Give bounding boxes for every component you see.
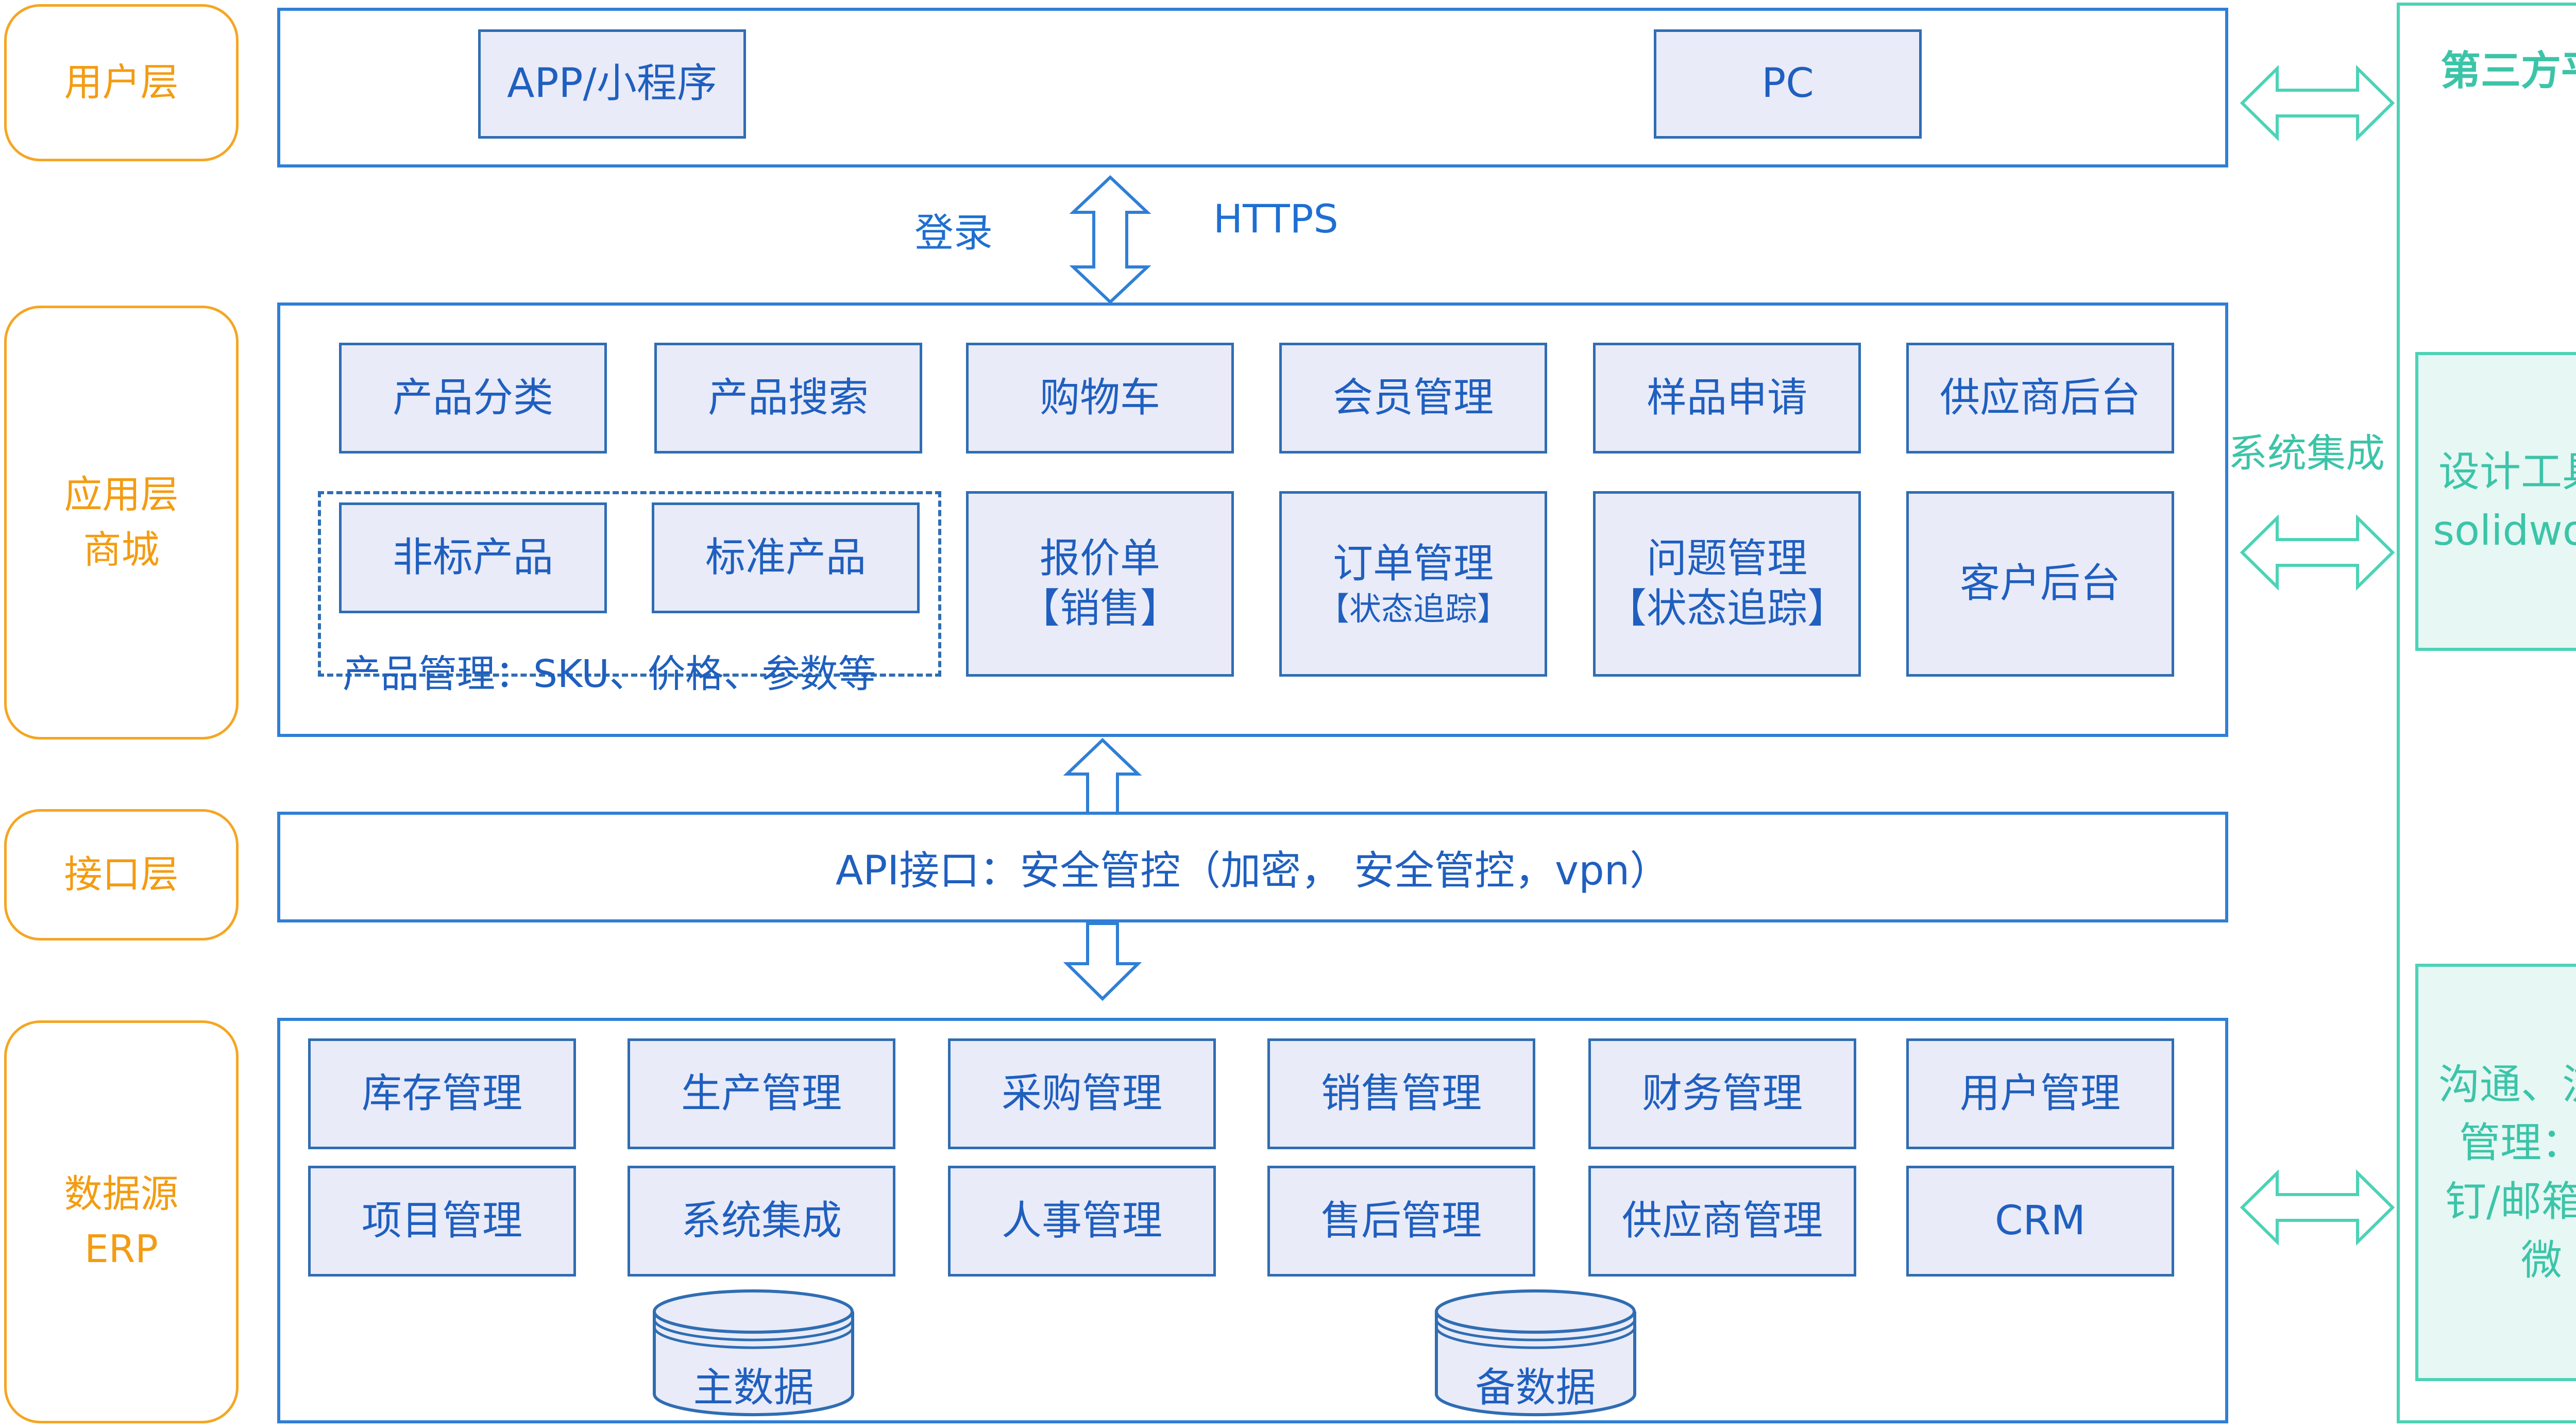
communication-line4: 微 <box>2521 1236 2562 1284</box>
app-miniprogram-label: APP/小程序 <box>507 60 717 107</box>
layer-label-api: 接口层 <box>4 809 239 941</box>
quotation-box: 报价单 【销售】 <box>966 491 1234 677</box>
shopping-cart-box: 购物车 <box>966 343 1234 454</box>
standard-product-box: 标准产品 <box>652 502 920 613</box>
issue-management-line1: 问题管理 <box>1646 535 1807 582</box>
double-arrow-horizontal-icon <box>2240 64 2395 142</box>
sales-management-label: 销售管理 <box>1320 1070 1482 1117</box>
backup-data-cylinder: 备数据 <box>1434 1288 1637 1417</box>
double-arrow-vertical-icon <box>1069 175 1151 305</box>
layer-label-data: 数据源 ERP <box>4 1020 239 1423</box>
design-tools-box: 设计工具： solidworks <box>2415 352 2576 651</box>
product-search-box: 产品搜索 <box>654 343 922 454</box>
project-management-box: 项目管理 <box>308 1166 576 1277</box>
double-arrow-api-data-icon <box>1063 922 1142 1001</box>
sales-management-box: 销售管理 <box>1267 1038 1535 1149</box>
finance-management-label: 财务管理 <box>1641 1070 1803 1117</box>
sample-request-label: 样品申请 <box>1646 374 1807 421</box>
supplier-management-label: 供应商管理 <box>1621 1197 1823 1244</box>
shopping-cart-label: 购物车 <box>1039 374 1160 421</box>
customer-backend-box: 客户后台 <box>1906 491 2174 677</box>
system-integration-tag: 系统集成 <box>2228 430 2385 476</box>
standard-product-label: 标准产品 <box>705 534 866 581</box>
layer-label-user-text: 用户层 <box>64 60 179 105</box>
master-data-label: 主数据 <box>693 1365 814 1411</box>
communication-box: 沟通、流程 管理：钉 钉/邮箱/企 微 <box>2415 964 2576 1381</box>
design-tools-line2: solidworks <box>2433 507 2576 555</box>
layer-label-app-line1: 应用层 <box>64 472 179 517</box>
nonstandard-product-box: 非标产品 <box>339 502 607 613</box>
api-layer-frame: API接口：安全管控（加密， 安全管控，vpn） <box>277 812 2228 922</box>
production-management-box: 生产管理 <box>628 1038 895 1149</box>
layer-label-user: 用户层 <box>4 4 239 161</box>
product-search-label: 产品搜索 <box>707 374 869 421</box>
project-management-label: 项目管理 <box>361 1197 522 1244</box>
product-management-group <box>318 491 941 677</box>
order-management-line2: 【状态追踪】 <box>1317 590 1509 628</box>
purchase-management-label: 采购管理 <box>1001 1070 1162 1117</box>
nonstandard-product-label: 非标产品 <box>392 534 553 581</box>
api-layer-text: API接口：安全管控（加密， 安全管控，vpn） <box>835 847 1670 894</box>
app-miniprogram-box: APP/小程序 <box>478 29 746 139</box>
pc-label: PC <box>1761 60 1814 107</box>
inventory-management-label: 库存管理 <box>361 1070 522 1117</box>
member-management-box: 会员管理 <box>1279 343 1547 454</box>
product-category-label: 产品分类 <box>392 374 553 421</box>
order-management-line1: 订单管理 <box>1332 540 1494 587</box>
production-management-label: 生产管理 <box>681 1070 842 1117</box>
supplier-backend-box: 供应商后台 <box>1906 343 2174 454</box>
sample-request-box: 样品申请 <box>1593 343 1861 454</box>
double-arrow-horizontal-icon <box>2240 1169 2395 1246</box>
after-sales-management-label: 售后管理 <box>1320 1197 1482 1244</box>
communication-line2: 管理：钉 <box>2459 1119 2576 1167</box>
purchase-management-box: 采购管理 <box>948 1038 1216 1149</box>
quotation-line2: 【销售】 <box>1019 585 1180 632</box>
supplier-backend-label: 供应商后台 <box>1939 374 2141 421</box>
crm-box: CRM <box>1906 1166 2174 1277</box>
layer-label-data-line1: 数据源 <box>64 1171 179 1216</box>
communication-line1: 沟通、流程 <box>2438 1060 2576 1109</box>
order-management-box: 订单管理 【状态追踪】 <box>1279 491 1547 677</box>
issue-management-line2: 【状态追踪】 <box>1606 585 1848 632</box>
login-label: 登录 <box>914 210 993 256</box>
layer-label-app-line2: 商城 <box>83 528 160 572</box>
third-party-title: 第三方平台 <box>2440 48 2576 94</box>
quotation-line1: 报价单 <box>1039 535 1160 582</box>
database-icon <box>1435 1289 1636 1417</box>
system-integration-box: 系统集成 <box>628 1166 895 1277</box>
backup-data-label: 备数据 <box>1475 1365 1596 1411</box>
after-sales-management-box: 售后管理 <box>1267 1166 1535 1277</box>
product-category-box: 产品分类 <box>339 343 607 454</box>
master-data-cylinder: 主数据 <box>652 1288 855 1417</box>
double-arrow-horizontal-icon <box>2240 514 2395 591</box>
user-management-box: 用户管理 <box>1906 1038 2174 1149</box>
pc-box: PC <box>1654 29 1922 139</box>
layer-label-api-text: 接口层 <box>64 852 179 897</box>
hr-management-label: 人事管理 <box>1001 1197 1162 1244</box>
https-label: HTTPS <box>1213 196 1338 242</box>
data-layer-frame <box>277 1018 2228 1423</box>
system-integration-label: 系统集成 <box>681 1197 842 1244</box>
hr-management-box: 人事管理 <box>948 1166 1216 1277</box>
inventory-management-box: 库存管理 <box>308 1038 576 1149</box>
product-management-note: 产品管理：SKU、价格、参数等 <box>343 652 876 696</box>
customer-backend-label: 客户后台 <box>1959 560 2121 607</box>
member-management-label: 会员管理 <box>1332 374 1494 421</box>
finance-management-box: 财务管理 <box>1588 1038 1856 1149</box>
double-arrow-app-api-icon <box>1063 737 1142 815</box>
crm-label: CRM <box>1995 1197 2086 1244</box>
layer-label-app: 应用层 商城 <box>4 306 239 740</box>
layer-label-data-line2: ERP <box>84 1227 158 1271</box>
third-party-frame <box>2397 3 2576 1423</box>
communication-line3: 钉/邮箱/企 <box>2445 1178 2576 1225</box>
design-tools-line1: 设计工具： <box>2438 448 2576 496</box>
supplier-management-box: 供应商管理 <box>1588 1166 1856 1277</box>
issue-management-box: 问题管理 【状态追踪】 <box>1593 491 1861 677</box>
user-management-label: 用户管理 <box>1959 1070 2121 1117</box>
database-icon <box>653 1289 854 1417</box>
